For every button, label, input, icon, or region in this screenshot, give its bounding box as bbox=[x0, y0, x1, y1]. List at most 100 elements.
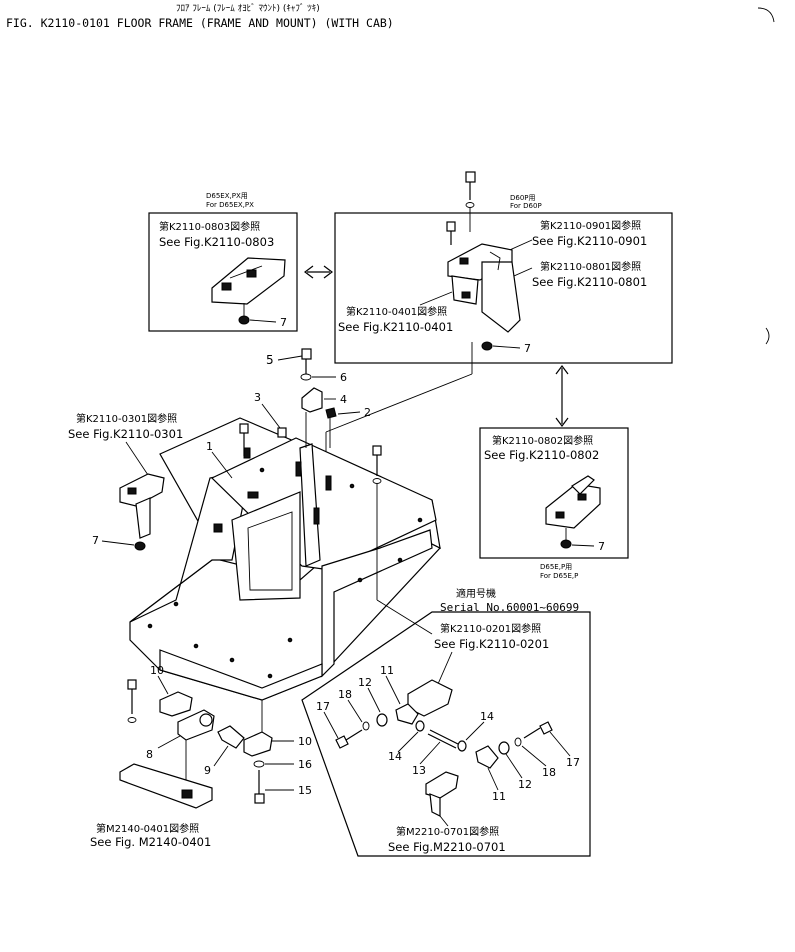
bolt-hole bbox=[349, 483, 355, 489]
plate-hole bbox=[221, 282, 232, 291]
slot bbox=[295, 461, 302, 477]
ref-0901-jp: 第K2110-0901図参照 bbox=[540, 219, 641, 232]
mount-eye bbox=[199, 713, 213, 727]
kana-title: ﾌﾛｱ ﾌﾚｰﾑ (ﾌﾚｰﾑ ｵﾖﾋﾞ ﾏｳﾝﾄ) (ｷｬﾌﾞ ﾂｷ) bbox=[176, 3, 320, 14]
bolt-head bbox=[372, 445, 382, 456]
ref-0801-en: See Fig.K2110-0801 bbox=[532, 275, 647, 289]
bolt-hole bbox=[193, 643, 199, 649]
part-2-nut bbox=[325, 407, 337, 419]
leader bbox=[325, 373, 473, 433]
part-7: 7 bbox=[598, 540, 605, 553]
part-7: 7 bbox=[92, 534, 99, 547]
part-12a: 12 bbox=[358, 676, 372, 689]
bolt-hole bbox=[267, 673, 273, 679]
leader bbox=[419, 291, 453, 306]
bolt-17b-head bbox=[539, 721, 553, 735]
corner-mark bbox=[757, 7, 775, 23]
box-0802-ref-en: See Fig.K2110-0802 bbox=[484, 448, 599, 462]
box-0802: 第K2110-0802図参照 See Fig.K2110-0802 7 D65E… bbox=[479, 427, 629, 580]
washer bbox=[372, 478, 382, 484]
frame-bolts bbox=[239, 423, 433, 635]
bracket-0301: 第K2110-0301図参照 See Fig.K2110-0301 7 bbox=[68, 412, 183, 551]
floor-frame: 1 bbox=[129, 342, 473, 701]
bolt-head bbox=[127, 679, 137, 690]
bracket-plate bbox=[545, 483, 601, 529]
leader bbox=[157, 675, 169, 695]
serial-jp: 適用号機 bbox=[456, 587, 496, 600]
part-16: 16 bbox=[298, 758, 312, 771]
serial-box-frame bbox=[301, 611, 591, 857]
leader bbox=[465, 721, 485, 741]
part-1: 1 bbox=[206, 440, 213, 453]
part-3: 3 bbox=[254, 391, 261, 404]
ref-m2210-jp: 第M2210-0701図参照 bbox=[396, 825, 499, 838]
leader bbox=[397, 731, 419, 753]
leader bbox=[521, 745, 547, 767]
box-d65ex-ref-jp: 第K2110-0803図参照 bbox=[159, 220, 260, 233]
part-14b: 14 bbox=[480, 710, 494, 723]
leader bbox=[419, 741, 441, 765]
ref-0801-jp: 第K2110-0801図参照 bbox=[540, 260, 641, 273]
ref-m2140-jp: 第M2140-0401図参照 bbox=[96, 822, 199, 835]
leader bbox=[439, 815, 449, 827]
clamp-10b bbox=[243, 731, 273, 757]
part-4: 4 bbox=[340, 393, 347, 406]
part-14a: 14 bbox=[388, 750, 402, 763]
ref-0301-en: See Fig.K2110-0301 bbox=[68, 427, 183, 441]
bracket-m2210 bbox=[425, 771, 459, 799]
ref-m2140-en: See Fig. M2140-0401 bbox=[90, 835, 211, 849]
bracket-stem bbox=[135, 497, 151, 539]
part-17b: 17 bbox=[566, 756, 580, 769]
bolt-17b-shank bbox=[523, 727, 541, 739]
leader bbox=[249, 319, 277, 323]
inner-opening bbox=[231, 491, 301, 601]
leader bbox=[487, 767, 499, 791]
nut-7 bbox=[481, 341, 493, 351]
bolt-hole bbox=[229, 657, 235, 663]
part-10: 10 bbox=[150, 664, 164, 677]
box-d60p-model-jp: D60P用 bbox=[510, 194, 536, 202]
leader bbox=[385, 675, 401, 705]
ref-0401-en: See Fig.K2110-0401 bbox=[338, 320, 453, 334]
leader bbox=[277, 355, 303, 361]
part-9: 9 bbox=[204, 764, 211, 777]
plate-edge bbox=[229, 265, 263, 279]
bolt-hole bbox=[397, 557, 403, 563]
part-7: 7 bbox=[524, 342, 531, 355]
ref-0401-jp: 第K2110-0401図参照 bbox=[346, 305, 447, 318]
stud-13 bbox=[429, 729, 459, 745]
part-3-nut bbox=[277, 427, 287, 438]
box-0802-ref-jp: 第K2110-0802図参照 bbox=[492, 434, 593, 447]
nut-14b bbox=[457, 740, 467, 752]
bracket-arm bbox=[481, 261, 521, 333]
right-channel bbox=[321, 529, 433, 678]
ref-0301-jp: 第K2110-0301図参照 bbox=[76, 412, 177, 425]
leader bbox=[549, 731, 571, 757]
leader bbox=[337, 411, 361, 415]
bolt-hole bbox=[287, 637, 293, 643]
bolt-hole bbox=[357, 577, 363, 583]
part-11a: 11 bbox=[380, 664, 394, 677]
part-5-bolt-head bbox=[301, 348, 312, 360]
part-15: 15 bbox=[298, 784, 312, 797]
part-6-washer bbox=[300, 373, 312, 381]
part-18a: 18 bbox=[338, 688, 352, 701]
box-d65ex-px: D65EX,PX用 For D65EX,PX 第K2110-0803図参照 Se… bbox=[148, 192, 298, 332]
bolt-head bbox=[239, 423, 249, 434]
serial-en: Serial No.60001~60699 bbox=[440, 601, 579, 614]
washer bbox=[127, 717, 137, 723]
plate-hole bbox=[459, 257, 469, 265]
bolt-hole bbox=[147, 623, 153, 629]
box-0802-model-jp: D65E,P用 bbox=[540, 563, 572, 571]
plate-hole bbox=[127, 487, 137, 495]
part-10b: 10 bbox=[298, 735, 312, 748]
box-0802-frame bbox=[479, 427, 629, 559]
bushing-9 bbox=[217, 725, 245, 749]
part-4-bracket bbox=[301, 387, 323, 413]
slot bbox=[247, 491, 259, 499]
part-5: 5 bbox=[266, 353, 274, 367]
bushing-11b bbox=[475, 745, 499, 769]
mount-m2140: 10 8 9 10 16 15 第M2140-0401図参照 See Fig. … bbox=[90, 664, 312, 849]
double-arrow-vertical bbox=[555, 365, 569, 427]
